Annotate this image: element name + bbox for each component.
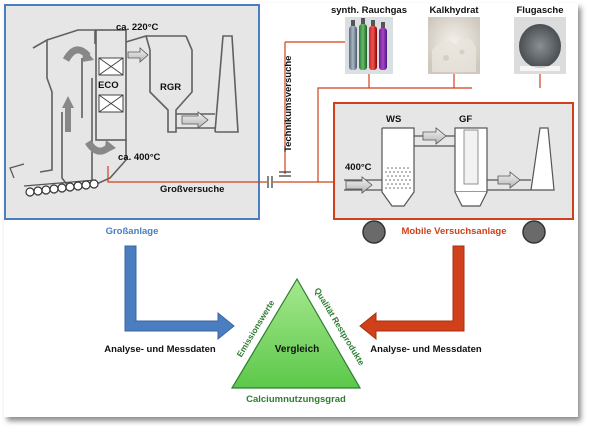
block-arrows-mobile (345, 127, 521, 194)
temp-top-label: ca. 220°C (116, 22, 158, 33)
grossanlage-label: Großanlage (106, 226, 159, 237)
material-fly-ash (514, 17, 566, 74)
flow-arrows-boiler (62, 46, 116, 155)
vergleich-label: Vergleich (275, 344, 319, 355)
grate (9, 163, 99, 197)
calcium-label: Calciumnutzungsgrad (246, 394, 346, 405)
block-arrow-rgr (127, 47, 209, 129)
material-label-rauchgas: synth. Rauchgas (331, 5, 407, 16)
boiler-outline (32, 29, 239, 187)
gf-label: GF (459, 114, 472, 125)
mobile-plant-equipment (344, 127, 555, 207)
analyse-left-label: Analyse- und Messdaten (104, 344, 216, 355)
scrubber-packing (385, 167, 411, 189)
temp-mobile-label: 400°C (345, 162, 372, 173)
eco-label: ECO (98, 80, 119, 91)
red-flow-arrow (359, 245, 465, 341)
rgr-label: RGR (160, 82, 181, 93)
temp-bottom-label: ca. 400°C (118, 152, 160, 163)
comparison-triangle (230, 277, 362, 389)
material-label-flugasche: Flugasche (517, 5, 564, 16)
blue-flow-arrow (124, 245, 235, 341)
ws-label: WS (386, 114, 401, 125)
grossversuche-label: Großversuche (160, 184, 224, 195)
trailer-wheels (362, 220, 546, 244)
material-label-kalkhydrat: Kalkhydrat (429, 5, 479, 16)
pipe-break-symbol (267, 171, 291, 188)
technikumsversuche-label: Technikumsversuche (283, 56, 294, 152)
material-lime-powder (428, 17, 480, 74)
connecting-pipes (107, 41, 541, 183)
analyse-right-label: Analyse- und Messdaten (370, 344, 482, 355)
eco-exchanger (98, 57, 124, 113)
mobile-plant-label: Mobile Versuchsanlage (401, 226, 506, 237)
mobile-plant-box (333, 102, 574, 220)
material-gas-cylinders (345, 17, 393, 74)
